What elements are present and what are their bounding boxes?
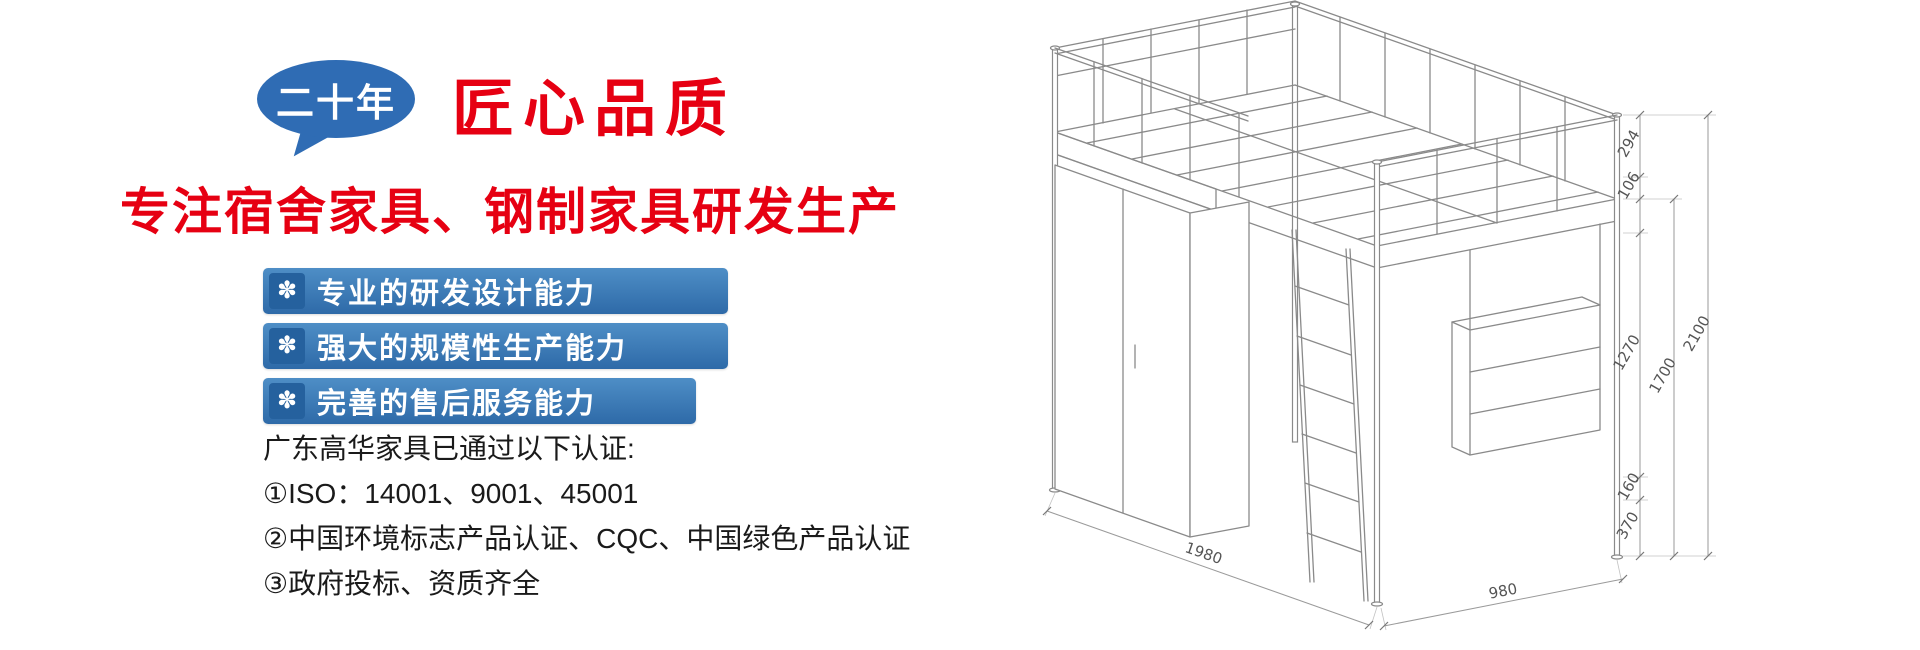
certifications-intro: 广东高华家具已通过以下认证: bbox=[263, 433, 635, 464]
feature-bar-rd-design: ✽ 专业的研发设计能力 bbox=[263, 268, 728, 314]
head-end-railing-group bbox=[1054, 0, 1301, 443]
feature-bar-after-sales: ✽ 完善的售后服务能力 bbox=[263, 378, 696, 424]
feature-label: 完善的售后服务能力 bbox=[317, 388, 597, 420]
wardrobe-group bbox=[1054, 164, 1250, 538]
flower-icon: ✽ bbox=[269, 383, 305, 419]
certification-item: ③政府投标、资质齐全 bbox=[263, 568, 541, 599]
flower-glyph: ✽ bbox=[276, 277, 298, 304]
far-side-guardrail-group bbox=[1294, 0, 1618, 182]
certification-item: ②中国环境标志产品认证、CQC、中国绿色产品认证 bbox=[263, 523, 911, 554]
feature-label: 专业的研发设计能力 bbox=[317, 278, 597, 310]
years-badge-label: 二十年 bbox=[275, 82, 396, 125]
feature-bar-production: ✽ 强大的规模性生产能力 bbox=[263, 323, 728, 369]
years-badge: 二十年 bbox=[257, 60, 415, 138]
front-post-group bbox=[1370, 159, 1384, 607]
dimension-label-length: 1980 bbox=[1183, 538, 1225, 568]
certifications-block: 广东高华家具已通过以下认证: ①ISO：14001、9001、45001 ②中国… bbox=[263, 426, 910, 606]
subheadline: 专注宿舍家具、钢制家具研发生产 bbox=[120, 184, 900, 240]
flower-icon: ✽ bbox=[269, 273, 305, 309]
flower-glyph: ✽ bbox=[276, 332, 298, 359]
ladder-group bbox=[1291, 229, 1369, 602]
dimension-label-total-height: 2100 bbox=[1679, 312, 1714, 354]
headline: 匠心品质 bbox=[452, 75, 737, 144]
near-side-guardrail-group bbox=[1054, 47, 1249, 198]
shelf-unit-group bbox=[1451, 223, 1601, 456]
certification-item: ①ISO：14001、9001、45001 bbox=[263, 478, 639, 509]
dimension-label-bed-height: 1700 bbox=[1645, 354, 1680, 396]
foot-end-rail-group bbox=[1376, 114, 1618, 235]
flower-glyph: ✽ bbox=[276, 387, 298, 414]
feature-label: 强大的规模性生产能力 bbox=[317, 333, 628, 365]
flower-icon: ✽ bbox=[269, 328, 305, 364]
product-dimension-diagram: 294 106 1270 160 370 1700 2100 1980 980 bbox=[1042, 0, 1716, 631]
dimension-label-depth: 980 bbox=[1487, 580, 1519, 603]
